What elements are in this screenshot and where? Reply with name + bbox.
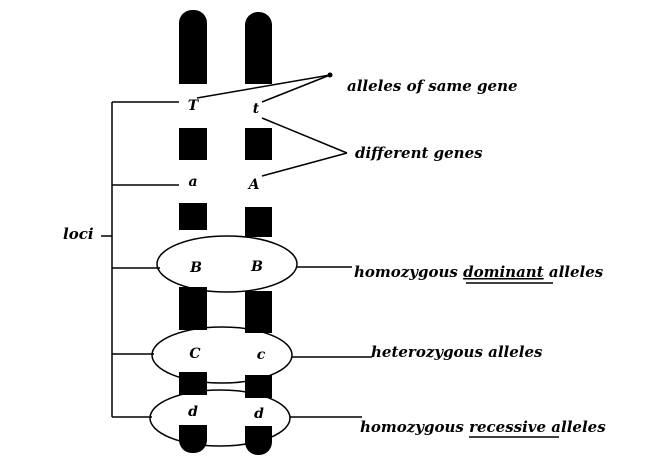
chromosome-right	[245, 12, 272, 455]
allele-left-3: B	[189, 260, 202, 276]
pointer-different-genes-t	[261, 117, 348, 154]
label-alleles-of-same-gene: alleles of same gene	[347, 77, 518, 95]
pointer-junction-dot	[327, 72, 333, 78]
ellipse-homozygous-dominant	[156, 235, 298, 293]
chromosome-left-band-white	[179, 395, 207, 425]
label-homozygous-dominant: homozygous dominant alleles	[354, 263, 604, 281]
allele-left-4: C	[189, 346, 200, 362]
label-heterozygous-alleles: heterozygous alleles	[371, 343, 543, 361]
chromosome-left-band-white	[179, 330, 207, 372]
chromosome-left	[179, 10, 207, 453]
label-loci: loci	[63, 225, 94, 243]
chromosome-right-band-white	[245, 237, 272, 291]
ellipse-heterozygous	[151, 326, 293, 384]
ellipse-homozygous-recessive	[149, 389, 291, 447]
chromosome-right-band-white	[245, 160, 272, 207]
allele-left-2: a	[188, 174, 197, 190]
pointer-same-gene-left	[196, 74, 331, 99]
label-different-genes: different genes	[355, 144, 483, 162]
allele-right-2: A	[247, 177, 260, 193]
loci-bracket	[101, 101, 179, 418]
allele-left-1: T	[188, 98, 200, 114]
allele-right-4: c	[257, 347, 266, 363]
pointer-lines	[196, 74, 372, 418]
chromosome-right-band-white	[245, 333, 272, 375]
chromosome-left-band-white	[179, 230, 207, 287]
chromosome-left-band-white	[179, 84, 207, 128]
chromosome-right-body	[245, 12, 272, 455]
pointer-different-genes-a	[261, 152, 348, 177]
allele-right-3: B	[250, 259, 263, 275]
allele-left-5: d	[188, 404, 198, 420]
allele-right-5: d	[254, 406, 264, 422]
chromosome-right-band-white	[245, 398, 272, 426]
allele-right-1: t	[253, 101, 260, 117]
label-homozygous-recessive: homozygous recessive alleles	[360, 418, 606, 436]
chromosome-left-band-white	[179, 160, 207, 203]
pointer-same-gene-right	[261, 74, 331, 103]
